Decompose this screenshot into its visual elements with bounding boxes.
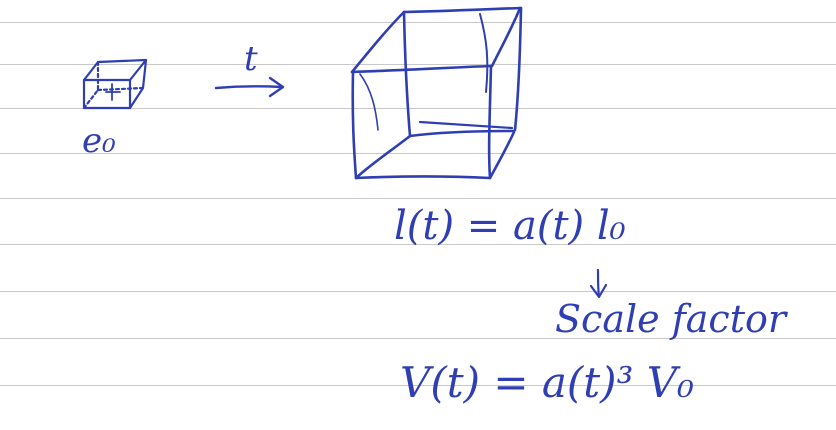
ruled-line <box>0 64 836 65</box>
ruled-line <box>0 22 836 23</box>
length-equation: l(t) = a(t) l₀ <box>394 203 626 249</box>
ruled-line <box>0 291 836 292</box>
volume-equation: V(t) = a(t)³ V₀ <box>400 358 694 407</box>
ruled-line <box>0 385 836 386</box>
ruled-line <box>0 108 836 109</box>
down-arrow-sketch <box>589 268 608 299</box>
small-cube-label: e₀ <box>82 121 116 161</box>
time-arrow <box>214 76 285 98</box>
ruled-line <box>0 153 836 154</box>
small-cube-sketch <box>82 58 148 110</box>
scale-factor-label: Scale factor <box>555 297 787 341</box>
arrow-label: t <box>244 39 258 79</box>
ruled-line <box>0 244 836 245</box>
large-cube-sketch <box>350 6 523 180</box>
ruled-line <box>0 198 836 199</box>
ruled-line <box>0 338 836 339</box>
